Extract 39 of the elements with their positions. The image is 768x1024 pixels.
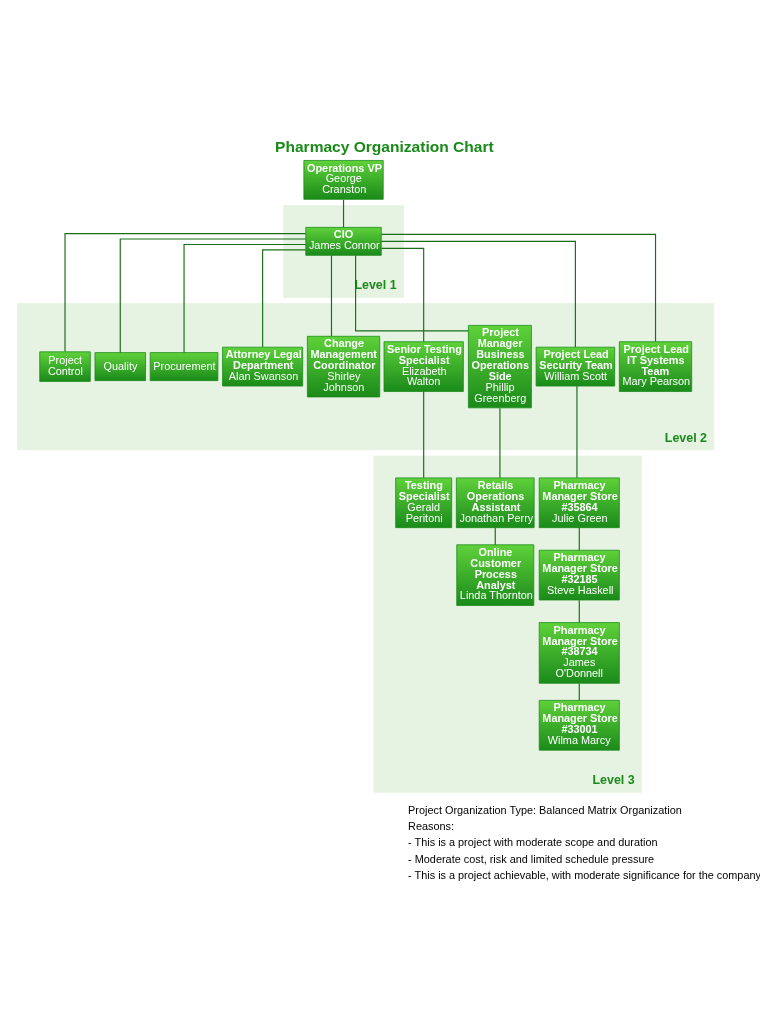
connector: [499, 407, 501, 478]
connector: [423, 390, 425, 478]
connector: [380, 233, 657, 342]
node-box: Project Control: [39, 350, 91, 382]
diagram-title: Pharmacy Organization Chart: [275, 137, 494, 155]
connector: [64, 232, 307, 352]
node-box: Pharmacy Manager Store #38734 James O'Donnell: [538, 621, 620, 684]
node-box: Testing Specialist Gerald Peritoni: [395, 477, 453, 528]
node-box: Pharmacy Manager Store #32185 Steve Haskell: [538, 549, 620, 600]
node-box: Change Management Coordinator Shirley Johnson: [307, 335, 381, 397]
node-box: Project Lead IT Systems Team Mary Pearson: [618, 340, 693, 392]
connector: [342, 198, 345, 228]
label: - This is a project achievable, with moderate significance for the company: [408, 868, 761, 881]
connector: [355, 254, 469, 331]
connector: [380, 240, 576, 348]
node-box: Attorney Legal Department Alan Swanson: [222, 346, 304, 386]
connector: [380, 247, 425, 342]
node-box: Pharmacy Manager Store #35864 Julie Green: [538, 477, 620, 528]
connector: [262, 248, 307, 348]
node-box: CIO James Connor: [305, 226, 382, 256]
node-box: Quality: [94, 351, 146, 381]
node-box: Project Manager Business Operations Side Phillip Greenberg: [468, 324, 532, 408]
node-box: Operations VP George Cranston: [303, 159, 384, 200]
connector: [578, 599, 580, 623]
node-box: Pharmacy Manager Store #33001 Wilma Marcy: [538, 699, 620, 751]
label: Reasons:: [408, 819, 455, 832]
node-box: Procurement: [149, 351, 219, 381]
label: - Moderate cost, risk and limited schedule pressure: [408, 852, 655, 865]
connector: [119, 237, 307, 353]
node-box: Retails Operations Assistant Jonathan Perry: [455, 477, 535, 528]
connector: [183, 243, 307, 353]
connector: [330, 254, 333, 337]
label: Project Organization Type: Balanced Matrix Organization: [408, 803, 682, 816]
node-box: Project Lead Security Team William Scott: [535, 346, 616, 386]
node-box: Senior Testing Specialist Elizabeth Walton: [383, 340, 464, 392]
label: - This is a project with moderate scope and duration: [408, 835, 658, 848]
connector: [576, 385, 578, 478]
node-box: Online Customer Process Analyst Linda Thornton: [456, 543, 535, 606]
connector: [578, 526, 580, 551]
